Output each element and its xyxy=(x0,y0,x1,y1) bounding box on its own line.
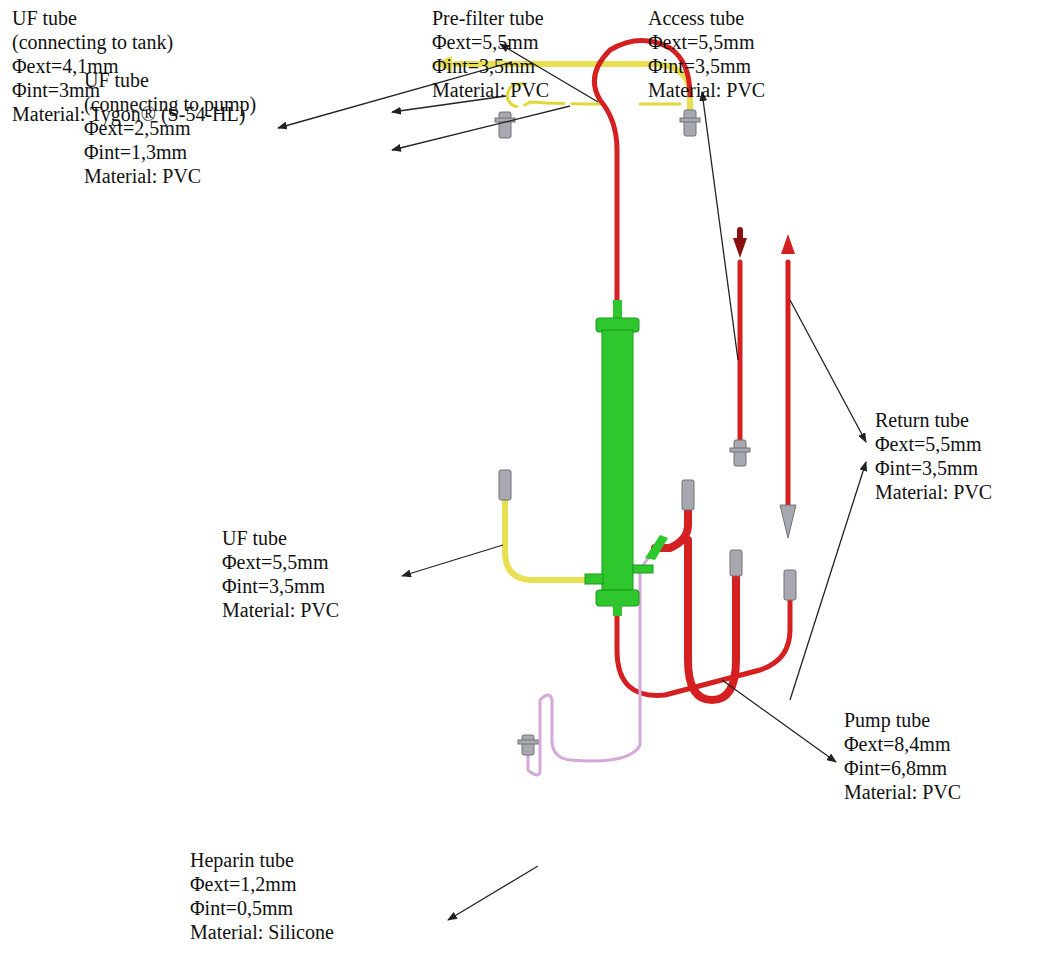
callout-spec: Material: PVC xyxy=(648,78,828,102)
callout-spec: Φint=3,5mm xyxy=(222,574,402,598)
callout-title: UF tube xyxy=(222,526,402,550)
uf-tube xyxy=(505,500,600,580)
callout-spec: Φint=1,3mm xyxy=(84,140,344,164)
callout-spec: (connecting to tank) xyxy=(12,30,262,54)
callout-spec: Φext=8,4mm xyxy=(844,732,1044,756)
callout-title: UF tube xyxy=(12,6,262,30)
pre-filter-callout: Pre-filter tubeΦext=5,5mmΦint=3,5mmMater… xyxy=(432,6,612,102)
callout-spec: Φint=3,5mm xyxy=(875,456,1055,480)
flow-arrow xyxy=(781,234,795,254)
callout-spec: Material: Silicone xyxy=(190,920,410,944)
callout-spec: Φint=6,8mm xyxy=(844,756,1044,780)
callout-spec: Material: PVC xyxy=(222,598,402,622)
return-tube xyxy=(786,262,791,505)
access-callout: Access tubeΦext=5,5mmΦint=3,5mmMaterial:… xyxy=(648,6,828,102)
uf-pump-tube xyxy=(640,103,680,106)
callout-spec: Φext=5,5mm xyxy=(875,432,1055,456)
callout-spec: Φext=1,2mm xyxy=(190,872,410,896)
leader-lines xyxy=(278,44,866,920)
return-callout: Return tubeΦext=5,5mmΦint=3,5mmMaterial:… xyxy=(875,408,1055,504)
callout-spec: Material: PVC xyxy=(432,78,612,102)
callout-title: UF tube xyxy=(84,68,344,92)
callout-title: Pre-filter tube xyxy=(432,6,612,30)
heparin-callout: Heparin tubeΦext=1,2mmΦint=0,5mmMaterial… xyxy=(190,848,410,944)
callout-spec: Φext=5,5mm xyxy=(222,550,402,574)
callout-spec: Φint=3,5mm xyxy=(432,54,612,78)
callout-spec: (connecting to pump) xyxy=(84,92,344,116)
callout-spec: Material: PVC xyxy=(844,780,1044,804)
access-tube xyxy=(738,262,743,440)
callout-spec: Φint=3,5mm xyxy=(648,54,828,78)
callout-title: Pump tube xyxy=(844,708,1044,732)
callout-spec: Φint=0,5mm xyxy=(190,896,410,920)
uf-callout: UF tubeΦext=5,5mmΦint=3,5mmMaterial: PVC xyxy=(222,526,402,622)
luer-connectors xyxy=(495,110,796,755)
pump-tube xyxy=(655,500,736,700)
callout-title: Access tube xyxy=(648,6,828,30)
return-line xyxy=(617,598,790,695)
callout-title: Heparin tube xyxy=(190,848,410,872)
pump-callout: Pump tubeΦext=8,4mmΦint=6,8mmMaterial: P… xyxy=(844,708,1044,804)
uf-pump-callout: UF tube(connecting to pump)Φext=2,5mmΦin… xyxy=(84,68,344,188)
callout-spec: Φext=2,5mm xyxy=(84,116,344,140)
callout-spec: Φext=5,5mm xyxy=(432,30,612,54)
filter xyxy=(585,300,668,616)
callout-spec: Material: PVC xyxy=(875,480,1055,504)
callout-spec: Material: PVC xyxy=(84,164,344,188)
callout-title: Return tube xyxy=(875,408,1055,432)
callout-spec: Φext=5,5mm xyxy=(648,30,828,54)
